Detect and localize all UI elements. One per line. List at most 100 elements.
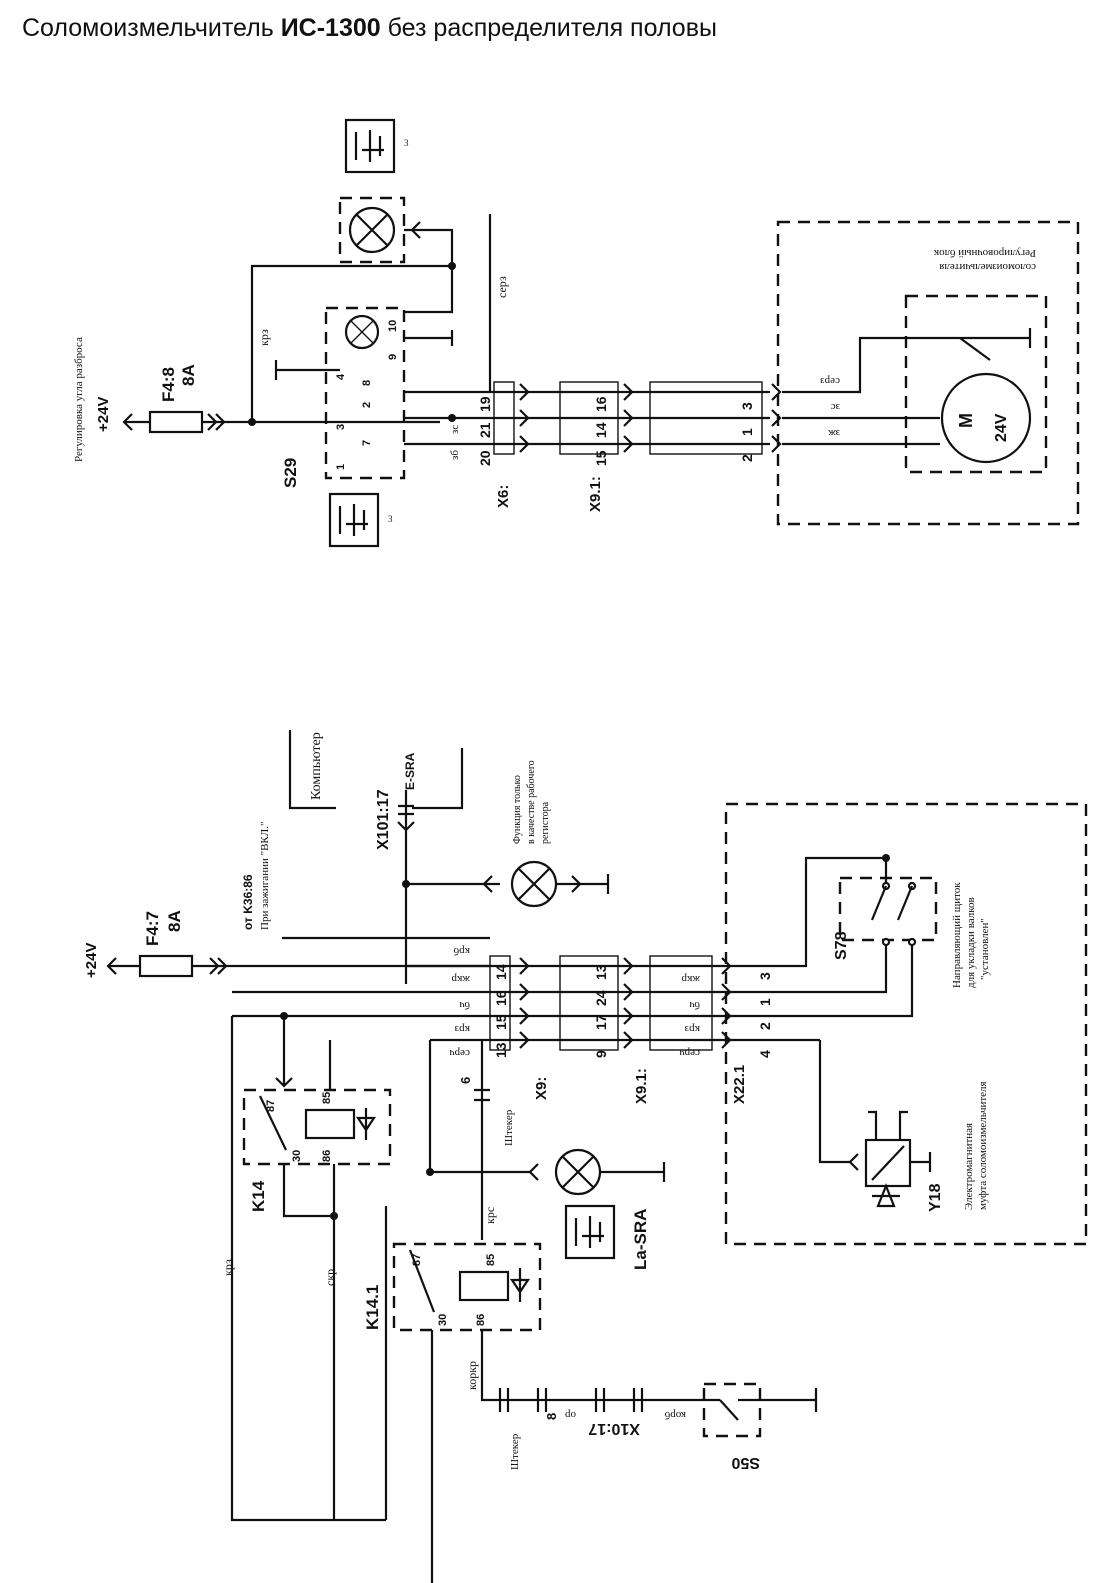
- k141-contact: [408, 1249, 436, 1313]
- y18-arrow: [848, 1153, 859, 1171]
- lamp-note-2: в качестве рабочего: [526, 760, 537, 844]
- regulator-label-1: Регулировочный блок: [933, 247, 1036, 259]
- s29-lamp-cross: [350, 320, 374, 344]
- lasra-label: La-SRA: [631, 1209, 650, 1270]
- k141-pin-86: 86: [475, 1314, 487, 1326]
- work-lamp-cross: [518, 868, 550, 900]
- wire-bch-label: бч: [459, 999, 470, 1011]
- wire-zhkr-label: жкр: [451, 973, 471, 985]
- motor-symbol: [940, 372, 1032, 464]
- x9-connector: [489, 955, 511, 1051]
- x221-pin-1: 1: [757, 998, 773, 1006]
- top-fuse: [148, 410, 204, 434]
- k14-coil: [304, 1108, 356, 1140]
- x9-pin-15: 15: [493, 1014, 509, 1030]
- k14-pin-86: 86: [321, 1150, 333, 1162]
- top-icon-num-1: 3: [404, 138, 409, 148]
- bottom-supply-arrow: [106, 957, 117, 975]
- s78-junction: [882, 854, 890, 862]
- x221-pin-3: 3: [757, 972, 773, 980]
- x91-bottom-label: X9.1:: [633, 1068, 650, 1104]
- top-lamp-box: [338, 196, 406, 264]
- wire-krz-label: крз: [455, 1023, 470, 1035]
- plug-8-label: 8: [544, 1413, 559, 1420]
- s29-pin-9: 9: [387, 354, 399, 360]
- skr-junction: [330, 1212, 338, 1220]
- computer-bracket-left: [288, 730, 336, 810]
- krz-long-wire: [230, 1016, 386, 1522]
- top-fuse-connector: [207, 413, 226, 431]
- x9-pin-14: 14: [493, 964, 509, 980]
- x91-top-pin-16: 16: [593, 396, 609, 412]
- s78-contact-4: [907, 937, 917, 947]
- top-wire-serz-label: серз: [495, 276, 509, 298]
- esra-label: E-SRA: [403, 752, 417, 790]
- s29-label: S29: [281, 458, 300, 488]
- s29-pin-1: 1: [335, 464, 347, 470]
- krz-long-label: крз: [221, 1259, 235, 1276]
- motor-limit-switch: [959, 337, 991, 361]
- y18-diode: [872, 1183, 900, 1208]
- k141-label: K14.1: [363, 1285, 382, 1330]
- top-wire-zs-label: зс: [449, 425, 461, 434]
- shtecker-label-2: Штекер: [509, 1433, 521, 1470]
- top-supply-arrow: [122, 413, 133, 431]
- x221-connector-box: [649, 955, 713, 1051]
- top-caption: Регулировка угла разброса: [73, 337, 85, 462]
- motor-connector: [649, 381, 763, 455]
- x9-pin-16: 16: [493, 990, 509, 1006]
- motor-wire-zzh-label: зж: [828, 427, 840, 439]
- x6-label: X6:: [495, 485, 512, 508]
- korkr-label: коркр: [465, 1361, 479, 1390]
- k14-out-wire: [282, 1164, 334, 1218]
- x6-pin-19: 19: [477, 396, 493, 412]
- motor-limit-ground: [918, 328, 1032, 348]
- s50-switch-box: [702, 1382, 762, 1438]
- s29-pin-4: 4: [335, 373, 347, 380]
- top-krz-wire: [250, 264, 452, 422]
- s29-pin-7: 7: [361, 440, 373, 446]
- krs-label: крс: [483, 1207, 497, 1224]
- regulator-label-2: соломоизмельчителя: [939, 261, 1036, 273]
- motor-label: M: [956, 413, 976, 428]
- x101-label: X101:17: [375, 789, 392, 850]
- motor-pin-2: 2: [739, 454, 755, 462]
- x221-pin-2: 2: [757, 1022, 773, 1030]
- x9-arrows: [519, 957, 530, 1049]
- x91-top-arrows: [623, 383, 634, 453]
- x91-wire-serch: серч: [679, 1047, 700, 1059]
- top-circuit: +24V F4:8 8A Регулировка угла разброса к…: [73, 118, 1080, 548]
- x101-connector: [397, 804, 415, 832]
- x91-bottom-connector: [559, 955, 619, 1051]
- k14-pin-85: 85: [321, 1092, 333, 1104]
- bottom-fuse-label: F4:7: [143, 911, 162, 946]
- ignition-label: При зажигании "ВКЛ.": [259, 822, 271, 930]
- top-lamp-wire: [404, 228, 454, 266]
- bottom-circuit: +24V F4:7 8A от K36:86 При зажигании "ВК…: [83, 730, 1088, 1583]
- x91-top-label: X9.1:: [587, 476, 604, 512]
- top-fuse-rating: 8A: [179, 364, 198, 386]
- korb-label: корб: [664, 1409, 686, 1421]
- x91-bottom-arrows: [623, 957, 634, 1049]
- y18-label: Y18: [927, 1183, 944, 1212]
- k14-diode: [355, 1108, 377, 1140]
- plug-6: [474, 1088, 490, 1102]
- x91-wire-bch: бч: [689, 999, 700, 1011]
- s29-pin-10: 10: [387, 320, 399, 332]
- x91-bottom-pin-17: 17: [593, 1014, 609, 1030]
- s78-label: S78: [833, 931, 850, 960]
- lamp-note-1: Функция только: [512, 775, 523, 844]
- bottom-fuse-connector: [209, 957, 228, 975]
- page-title: Соломоизмельчитель ИС-1300 без распредел…: [22, 14, 717, 42]
- k14-label: K14: [249, 1180, 268, 1212]
- motor-wire-serz: [782, 336, 918, 394]
- lasra-lamp-cross: [562, 1156, 594, 1188]
- top-symbol-glyph-2: [338, 504, 368, 536]
- k141-diode: [509, 1268, 531, 1302]
- k141-relay: [392, 1242, 542, 1332]
- motor-wire-serz-label: серз: [820, 375, 840, 387]
- x10-label: X10:17: [588, 1420, 640, 1437]
- work-lamp-ground: [556, 874, 610, 894]
- top-lamp2-ground: [404, 330, 454, 346]
- top-lamp2-wire: [404, 266, 454, 314]
